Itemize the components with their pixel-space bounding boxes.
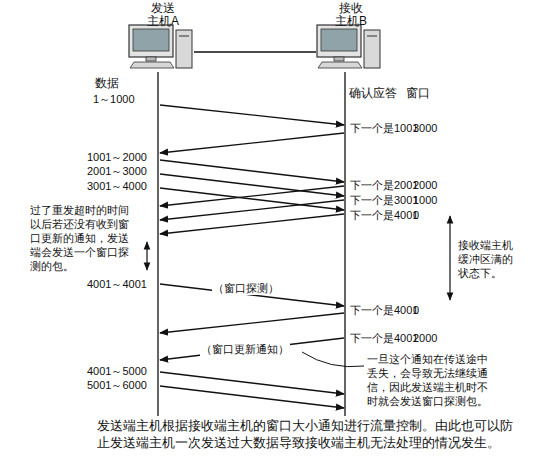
annotation-text: 下一个是2001 <box>350 178 418 192</box>
drive-slot <box>179 36 189 37</box>
annotation-text: 下一个是4001 <box>350 208 418 222</box>
annotation-text: 3001～4000 <box>87 179 147 193</box>
annotation-text: 2001～3000 <box>87 164 147 178</box>
data-arrow <box>160 160 344 182</box>
keyboard <box>130 62 174 68</box>
annotation-text: 确认应答 窗口 <box>349 86 430 100</box>
stand <box>146 57 156 61</box>
annotation-text: 1001～2000 <box>87 150 147 164</box>
annotation-text: （窗口更新通知） <box>200 342 290 356</box>
monitor <box>129 25 173 57</box>
stand <box>334 57 344 61</box>
annotation-text: 一旦这个通知在传送途中丢失，会导致无法继续通信，因此发送端主机时不时就会发送窗口… <box>367 352 491 408</box>
tower <box>364 30 380 68</box>
ack-arrow <box>160 313 344 333</box>
annotation-text: 5001～6000 <box>87 378 147 392</box>
data-arrow <box>160 105 344 125</box>
data-arrow <box>160 386 344 408</box>
data-arrow <box>160 174 344 196</box>
annotation-text: 下一个是3001 <box>350 193 418 207</box>
annotation-text: 2000 <box>413 331 437 345</box>
ack-arrow <box>160 133 344 153</box>
annotation-text: 1～1000 <box>93 92 135 106</box>
annotation-text: 下一个是1001 <box>350 121 418 135</box>
drive-slot <box>367 36 377 37</box>
host-node: 发送 主机A <box>128 2 194 70</box>
cable-connector <box>194 51 316 52</box>
keyboard <box>318 62 362 68</box>
data-arrow <box>160 372 344 394</box>
annotation-text: 4001～5000 <box>87 364 147 378</box>
timeline <box>344 72 345 416</box>
duration-arrow <box>146 242 147 270</box>
annotation-text: 接收端主机缓冲区满的状态下。 <box>458 238 516 280</box>
annotation-text: 下一个是4001 <box>350 303 418 317</box>
annotation-text: （窗口探测） <box>212 281 280 295</box>
annotation-text: 4001～4001 <box>87 277 147 291</box>
update-arrow <box>160 338 344 360</box>
timeline <box>157 72 158 416</box>
annotation-text: 2000 <box>413 178 437 192</box>
screen <box>321 29 357 51</box>
annotation-text: 0 <box>413 303 419 317</box>
host-node: 接收 主机B <box>316 2 382 70</box>
annotation-text: 数据 <box>95 76 119 90</box>
data-arrow <box>160 188 344 210</box>
tower <box>176 30 192 68</box>
figure-caption: 发送端主机根据接收端主机的窗口大小通知进行流量控制。由此也可以防止发送端主机一次… <box>97 417 515 451</box>
host-label: 发送 主机A <box>144 2 182 28</box>
annotation-text: 0 <box>413 208 419 222</box>
computer-icon <box>316 24 382 70</box>
computer-icon <box>128 24 194 70</box>
annotation-text: 3000 <box>413 121 437 135</box>
host-label: 接收 主机B <box>332 2 370 28</box>
annotation-text: 1000 <box>413 193 437 207</box>
leader-line <box>302 352 364 367</box>
monitor <box>317 25 361 57</box>
ack-arrow <box>160 214 344 234</box>
screen <box>133 29 169 51</box>
annotation-text: 过了重发超时的时间以后若还没有收到窗口更新的通知，发送端会发送一个窗口探测的包。 <box>30 203 132 273</box>
annotation-text: 下一个是4001 <box>350 331 418 345</box>
duration-arrow <box>449 216 450 300</box>
